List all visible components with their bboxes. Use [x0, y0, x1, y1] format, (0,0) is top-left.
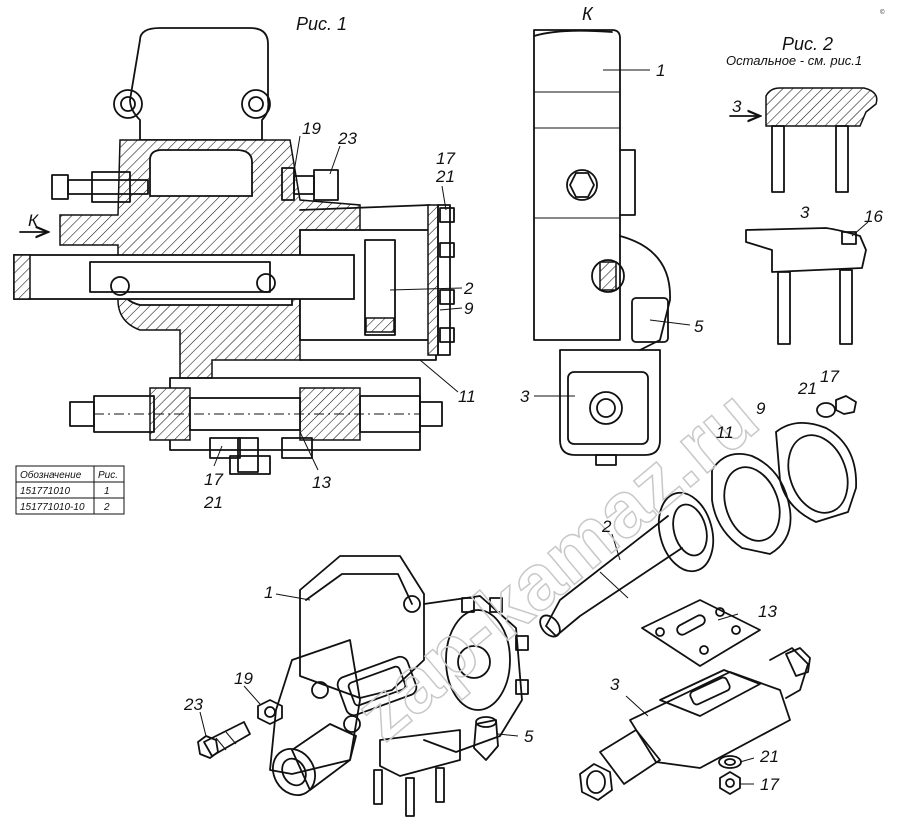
corner-tag: © — [880, 9, 885, 16]
callout-1: 1 — [656, 61, 665, 80]
designation-table: Обозначение Рис. 151771010 1 151771010-1… — [15, 465, 125, 515]
callout-13: 13 — [312, 473, 331, 492]
callout-11: 11 — [716, 423, 734, 442]
callout-3: 3 — [520, 387, 530, 406]
table-header-designation: Обозначение — [20, 469, 82, 481]
callout-21: 21 — [759, 747, 779, 766]
fig1-leaders — [213, 135, 463, 471]
callout-17: 17 — [436, 149, 455, 168]
fig2-callout-3: 3 — [800, 203, 810, 222]
view-k-mark: К — [582, 4, 594, 24]
callout-17: 17 — [820, 367, 839, 386]
callout-19: 19 — [302, 119, 321, 138]
callout-9: 9 — [464, 299, 474, 318]
table-header-fig: Рис. — [98, 470, 118, 481]
table-cell: 151771010 — [20, 486, 70, 497]
callout-2: 2 — [463, 279, 474, 298]
callout-21: 21 — [797, 379, 817, 398]
callout-9: 9 — [756, 399, 766, 418]
callout-17: 17 — [760, 775, 779, 794]
fig2-note: Остальное - см. рис.1 — [726, 53, 862, 68]
exploded-view — [197, 395, 857, 817]
table-cell: 1 — [104, 486, 110, 497]
table-cell: 151771010-10 — [20, 502, 85, 513]
callout-5: 5 — [694, 317, 704, 336]
fig1-section-view — [13, 27, 455, 475]
callout-17: 17 — [204, 470, 223, 489]
table-cell: 2 — [103, 502, 110, 513]
fig2-view — [729, 87, 878, 345]
fig2-arrow-label: 3 — [732, 97, 742, 116]
callout-21: 21 — [435, 167, 455, 186]
callout-2: 2 — [601, 517, 612, 536]
view-k-arrow-label: К — [28, 211, 39, 230]
callout-19: 19 — [234, 669, 253, 688]
callout-5: 5 — [524, 727, 534, 746]
callout-3: 3 — [610, 675, 620, 694]
fig2-caption: Рис. 2 — [782, 34, 833, 54]
labels: Рис. 1 К Рис. 2 Остальное - см. рис.1 © … — [28, 4, 885, 794]
callout-1: 1 — [264, 583, 273, 602]
callout-23: 23 — [337, 129, 357, 148]
view-k — [533, 29, 691, 466]
fig2-callout-16: 16 — [864, 207, 883, 226]
callout-13: 13 — [758, 602, 777, 621]
callout-11: 11 — [458, 387, 476, 406]
callout-21: 21 — [203, 493, 223, 512]
callout-23: 23 — [183, 695, 203, 714]
fig1-caption: Рис. 1 — [296, 14, 347, 34]
